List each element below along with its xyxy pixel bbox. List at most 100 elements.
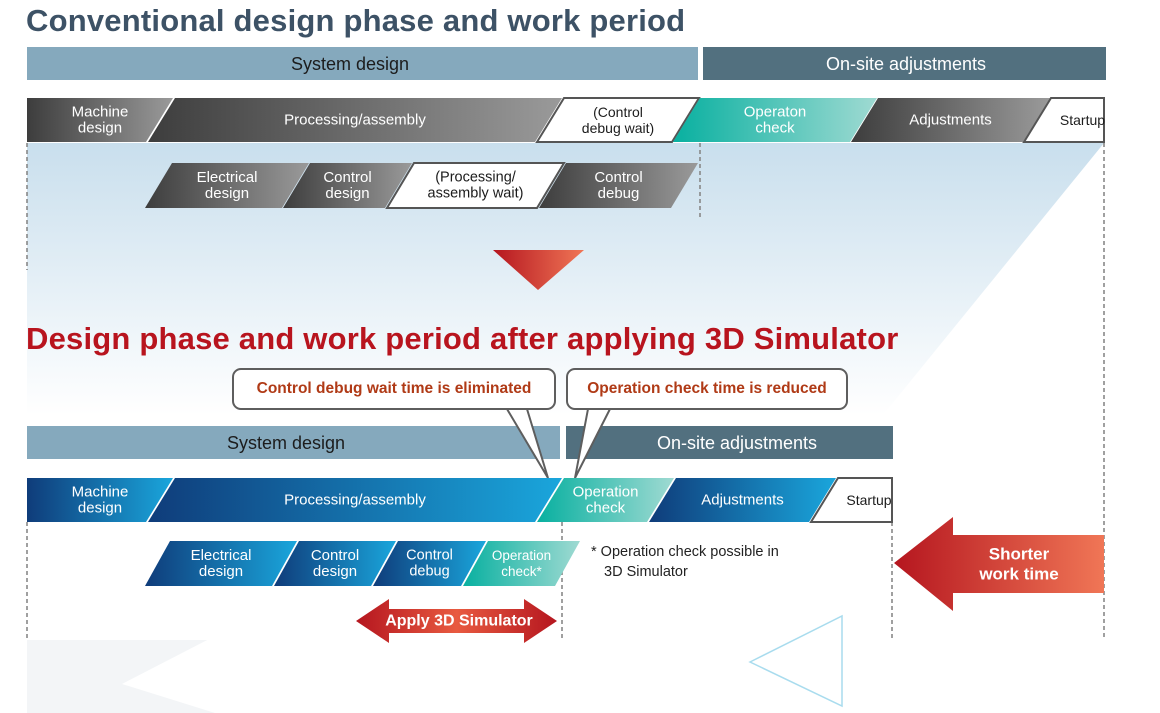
phase-band bbox=[566, 426, 893, 459]
shorter-arrow-label-text: Shorter bbox=[989, 545, 1050, 564]
conv-step-processing-assembly-wait-text: assembly wait) bbox=[428, 186, 524, 202]
sim-step-adjustments-text: Adjustments bbox=[701, 492, 784, 509]
conv-step-machine-design-text: design bbox=[78, 120, 122, 137]
sim-step-operation-check-text: check bbox=[586, 500, 626, 517]
conv-step-control-debug-wait-text: (Control bbox=[593, 104, 643, 120]
sim-step-operation-check-star-text: Operation bbox=[492, 548, 551, 563]
phase-band bbox=[27, 426, 560, 459]
sim-step-electrical-design-shape bbox=[145, 541, 297, 586]
operation-check-footnote: * Operation check possible in 3D Simulat… bbox=[591, 542, 821, 582]
conv-step-operation-check-shape bbox=[673, 98, 877, 142]
sim-step-control-design-shape bbox=[274, 541, 396, 586]
sim-step-operation-check-star-text: check* bbox=[501, 564, 542, 579]
sim-step-startup: Startup bbox=[809, 477, 893, 523]
phase-label-text: System design bbox=[291, 54, 409, 74]
sim-step-operation-check-text: Operation bbox=[573, 484, 639, 501]
conv-step-control-debug-wait-text: debug wait) bbox=[582, 120, 654, 136]
conventional-title: Conventional design phase and work perio… bbox=[26, 3, 686, 38]
callout-debug-wait-eliminated: Control debug wait time is eliminated bbox=[232, 368, 556, 410]
conv-step-machine-design-shape bbox=[27, 98, 173, 142]
conv-step-control-debug-shape bbox=[539, 163, 698, 208]
phase-label-text: System design bbox=[227, 433, 345, 453]
apply-arrow-shape bbox=[356, 599, 557, 643]
conv-step-control-design-shape bbox=[283, 163, 412, 208]
sim-step-startup-shape bbox=[809, 477, 893, 523]
conv-step-startup-text: Startup bbox=[1060, 112, 1105, 128]
conv-step-control-debug-text: Control bbox=[594, 169, 642, 186]
footnote-line-2: 3D Simulator bbox=[604, 564, 688, 580]
conv-step-adjustments: Adjustments bbox=[851, 98, 1050, 142]
conventional-phase-onsite: On-site adjustments bbox=[703, 47, 1106, 80]
sim-step-machine-design-shape bbox=[27, 478, 173, 522]
sim-step-processing-assembly-text: Processing/assembly bbox=[284, 492, 426, 509]
conv-step-electrical-design-shape bbox=[145, 163, 309, 208]
shorter-arrow-label-text: work time bbox=[978, 565, 1058, 584]
transition-funnel bbox=[27, 143, 1104, 415]
conv-step-processing-assembly-wait-shape bbox=[385, 162, 566, 209]
conv-step-adjustments-text: Adjustments bbox=[909, 112, 992, 129]
conv-step-control-design-text: Control bbox=[323, 169, 371, 186]
conv-step-operation-check-text: check bbox=[755, 120, 795, 137]
sim-step-control-debug-text: debug bbox=[409, 564, 449, 580]
phase-band bbox=[703, 47, 1106, 80]
footnote-line-1: * Operation check possible in bbox=[591, 544, 779, 560]
conv-step-machine-design-text: Machine bbox=[72, 104, 129, 121]
sim-step-electrical-design-text: Electrical bbox=[191, 547, 252, 564]
conv-step-electrical-design-text: design bbox=[205, 185, 249, 202]
simulator-title: Design phase and work period after apply… bbox=[26, 321, 899, 356]
sim-step-operation-check-shape bbox=[537, 478, 674, 522]
phase-label-text: On-site adjustments bbox=[826, 54, 986, 74]
simulator-phase-onsite: On-site adjustments bbox=[566, 426, 893, 459]
apply-arrow-label-text: Apply 3D Simulator bbox=[385, 613, 533, 630]
sim-step-machine-design-text: design bbox=[78, 500, 122, 517]
sim-step-operation-check-star-shape bbox=[463, 541, 580, 586]
conv-step-control-debug-text: debug bbox=[598, 185, 640, 202]
sim-step-control-design-text: Control bbox=[311, 547, 359, 564]
sim-step-electrical-design-text: design bbox=[199, 563, 243, 580]
conv-step-control-design-text: design bbox=[325, 185, 369, 202]
conv-step-processing-assembly-wait-text: (Processing/ bbox=[435, 170, 517, 186]
sim-step-control-debug-shape bbox=[373, 541, 486, 586]
sim-step-machine-design-text: Machine bbox=[72, 484, 129, 501]
conv-step-electrical-design-text: Electrical bbox=[197, 169, 258, 186]
sim-step-processing-assembly: Processing/assembly bbox=[148, 478, 562, 522]
down-transition-arrow bbox=[493, 250, 584, 290]
decor-notch bbox=[122, 636, 215, 713]
sim-step-control-design-text: design bbox=[313, 563, 357, 580]
conv-step-startup: Startup bbox=[1022, 97, 1105, 143]
decor-triangle bbox=[748, 614, 843, 708]
sim-step-processing-assembly-shape bbox=[148, 478, 562, 522]
apply-3d-simulator-arrow: Apply 3D Simulator bbox=[356, 599, 557, 643]
conventional-phase-system-design: System design bbox=[27, 47, 698, 80]
conv-step-processing-assembly-wait: (Processing/assembly wait) bbox=[385, 162, 566, 209]
sim-step-adjustments-shape bbox=[649, 478, 836, 522]
conv-step-processing-assembly-text: Processing/assembly bbox=[284, 112, 426, 129]
callout-operation-check-reduced: Operation check time is reduced bbox=[566, 368, 848, 410]
conv-step-processing-assembly-shape bbox=[148, 98, 562, 142]
sim-step-control-debug-text: Control bbox=[406, 548, 453, 564]
conv-step-operation-check-text: Operaton bbox=[744, 104, 807, 121]
phase-band bbox=[27, 47, 698, 80]
phase-label-text: On-site adjustments bbox=[657, 433, 817, 453]
simulator-phase-system-design: System design bbox=[27, 426, 560, 459]
conv-step-processing-assembly: Processing/assembly bbox=[148, 98, 562, 142]
sim-step-startup-text: Startup bbox=[846, 492, 891, 508]
conv-step-control-debug-wait-shape bbox=[535, 97, 701, 143]
conv-step-startup-shape bbox=[1022, 97, 1105, 143]
conv-step-adjustments-shape bbox=[851, 98, 1050, 142]
